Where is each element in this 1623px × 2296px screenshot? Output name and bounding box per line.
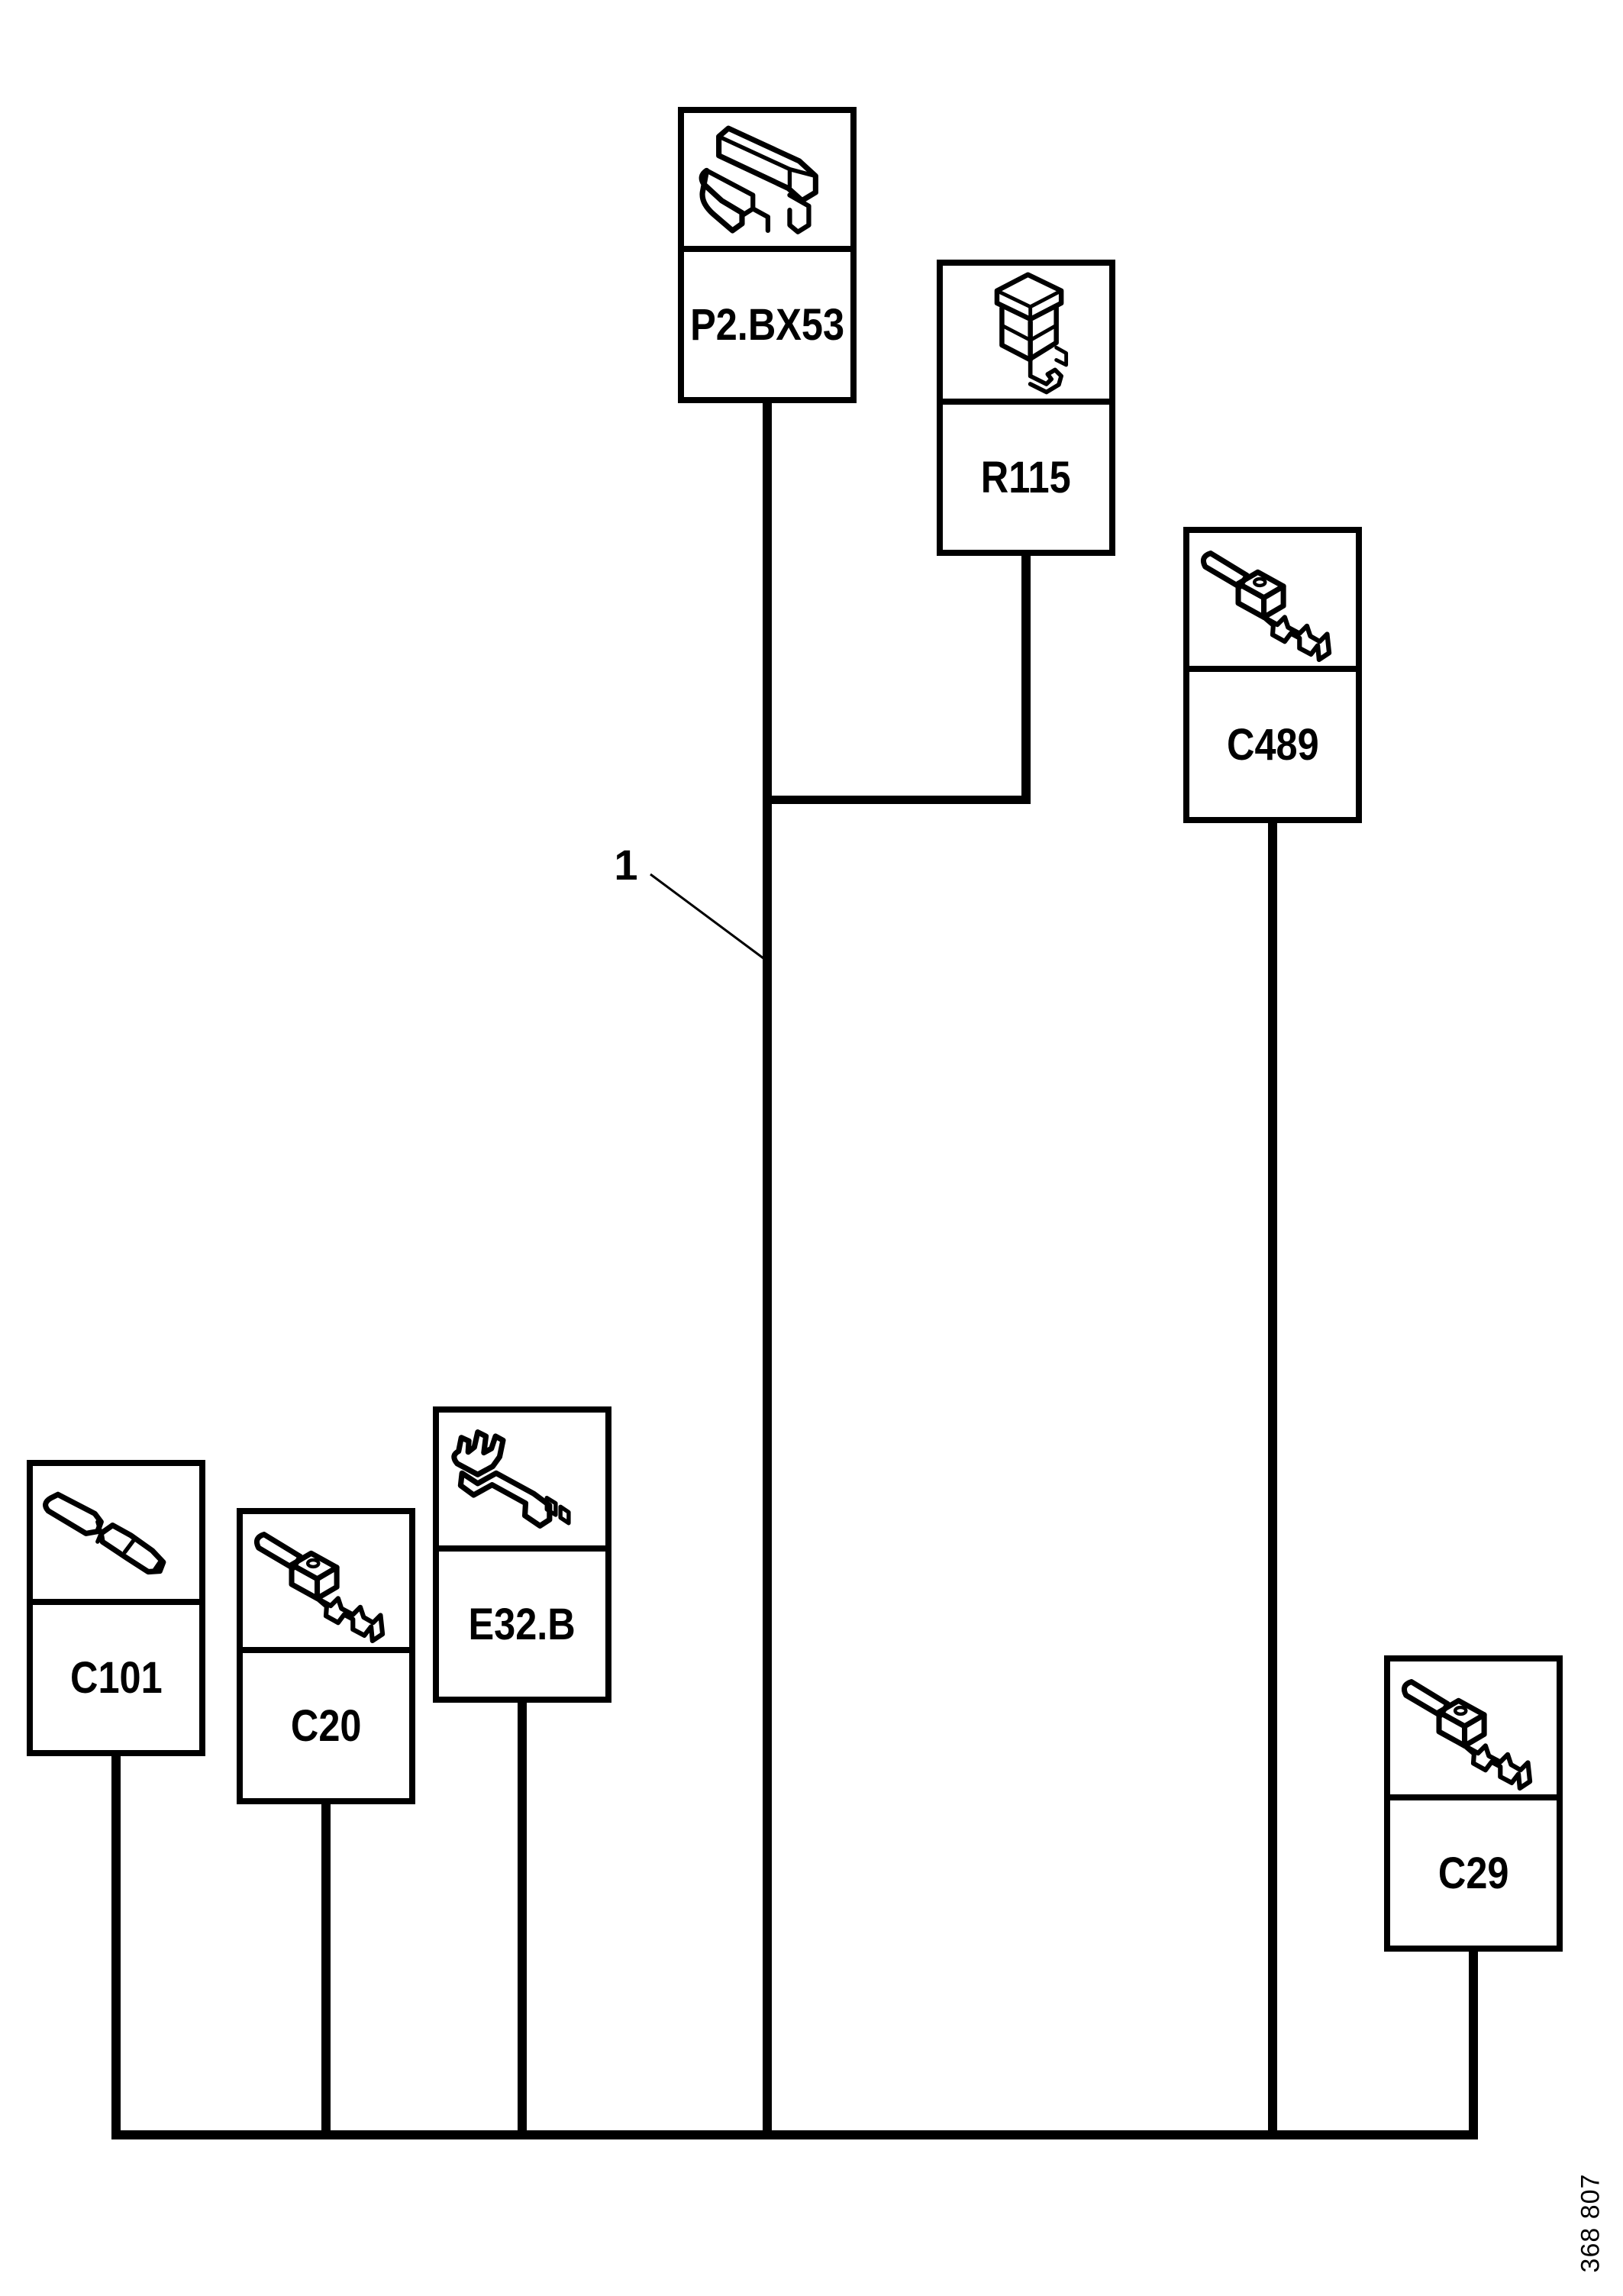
component-label: E32.B — [468, 1599, 576, 1649]
component-c101: C101 — [27, 1460, 205, 1756]
blade-pin-icon — [33, 1466, 199, 1605]
component-label: P2.BX53 — [690, 299, 844, 350]
component-label: R115 — [981, 452, 1071, 502]
callout-1: 1 — [614, 841, 638, 889]
wire-drop-c489 — [1268, 823, 1277, 2139]
component-p2bx53: P2.BX53 — [678, 107, 857, 403]
male-terminal-icon — [243, 1514, 409, 1653]
wire-branch-r115 — [763, 796, 1031, 804]
component-c29: C29 — [1384, 1655, 1563, 1952]
component-label: C20 — [290, 1700, 362, 1751]
wire-drop-c29 — [1469, 1952, 1478, 2139]
wire-drop-c101 — [111, 1755, 121, 2139]
component-c20: C20 — [237, 1508, 415, 1804]
wire-trunk — [763, 403, 772, 2139]
male-terminal-icon — [1189, 533, 1356, 672]
component-label: C489 — [1226, 719, 1319, 770]
wire-drop-e32b — [518, 1703, 527, 2139]
figure-ref-number: 368 807 — [1576, 2173, 1605, 2273]
wire-drop-r115 — [1021, 556, 1031, 804]
wire-drop-c20 — [321, 1804, 331, 2139]
component-label: C29 — [1437, 1848, 1509, 1898]
component-r115: R115 — [937, 260, 1115, 556]
component-e32b: E32.B — [433, 1406, 611, 1703]
callout-leader-line — [650, 873, 764, 960]
connector-housing-icon — [684, 113, 850, 252]
component-c489: C489 — [1183, 527, 1362, 823]
relay-icon — [943, 266, 1109, 405]
female-terminal-icon — [439, 1413, 605, 1552]
component-label: C101 — [69, 1652, 163, 1703]
male-terminal-icon — [1390, 1661, 1557, 1800]
wire-bus — [111, 2130, 1478, 2139]
